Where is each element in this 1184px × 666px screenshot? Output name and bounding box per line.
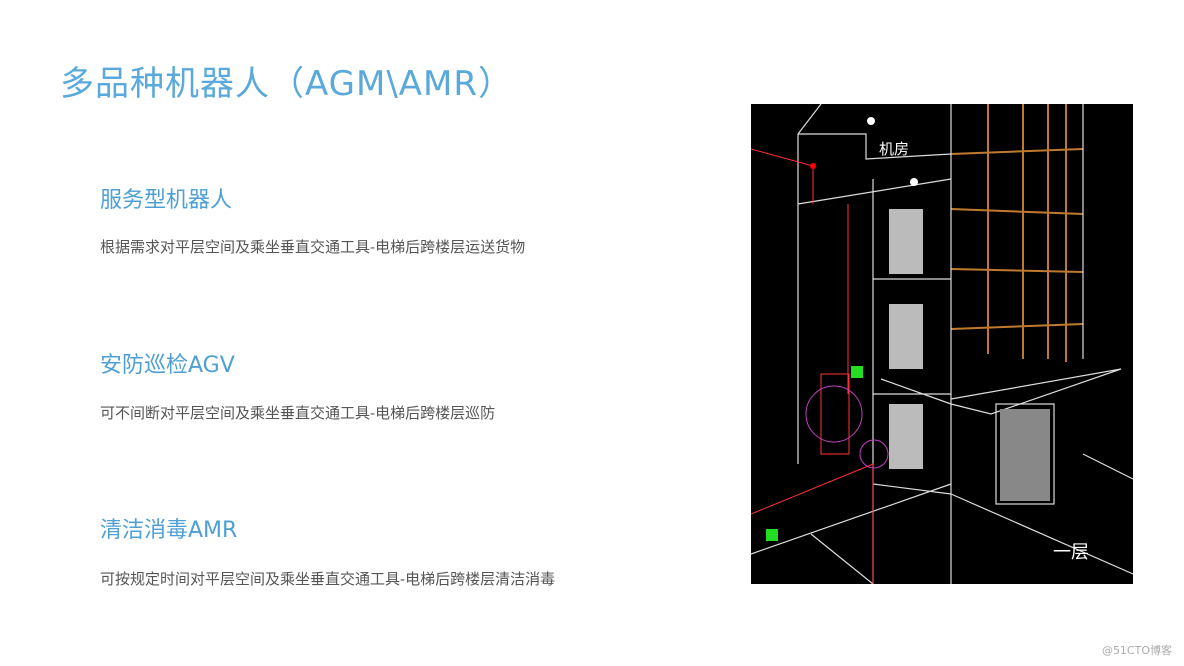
section-text-cleaning-amr: 可按规定时间对平层空间及乘坐垂直交通工具-电梯后跨楼层清洁消毒 (100, 570, 556, 588)
first-floor-label: 一层 (1053, 542, 1089, 563)
watermark: @51CTO博客 (1101, 644, 1172, 657)
elevator-drawing (751, 104, 1133, 584)
section-heading-cleaning-amr: 清洁消毒AMR (100, 518, 238, 543)
section-text-security-agv: 可不间断对平层空间及乘坐垂直交通工具-电梯后跨楼层巡防 (100, 404, 496, 422)
elevator-cad-image: 机房 一层 (751, 104, 1133, 584)
section-heading-security-agv: 安防巡检AGV (100, 353, 235, 378)
slide-title: 多品种机器人（AGM\AMR） (60, 64, 514, 104)
machine-room-label: 机房 (879, 140, 910, 158)
section-heading-service-robot: 服务型机器人 (100, 188, 233, 213)
section-text-service-robot: 根据需求对平层空间及乘坐垂直交通工具-电梯后跨楼层运送货物 (100, 238, 526, 256)
